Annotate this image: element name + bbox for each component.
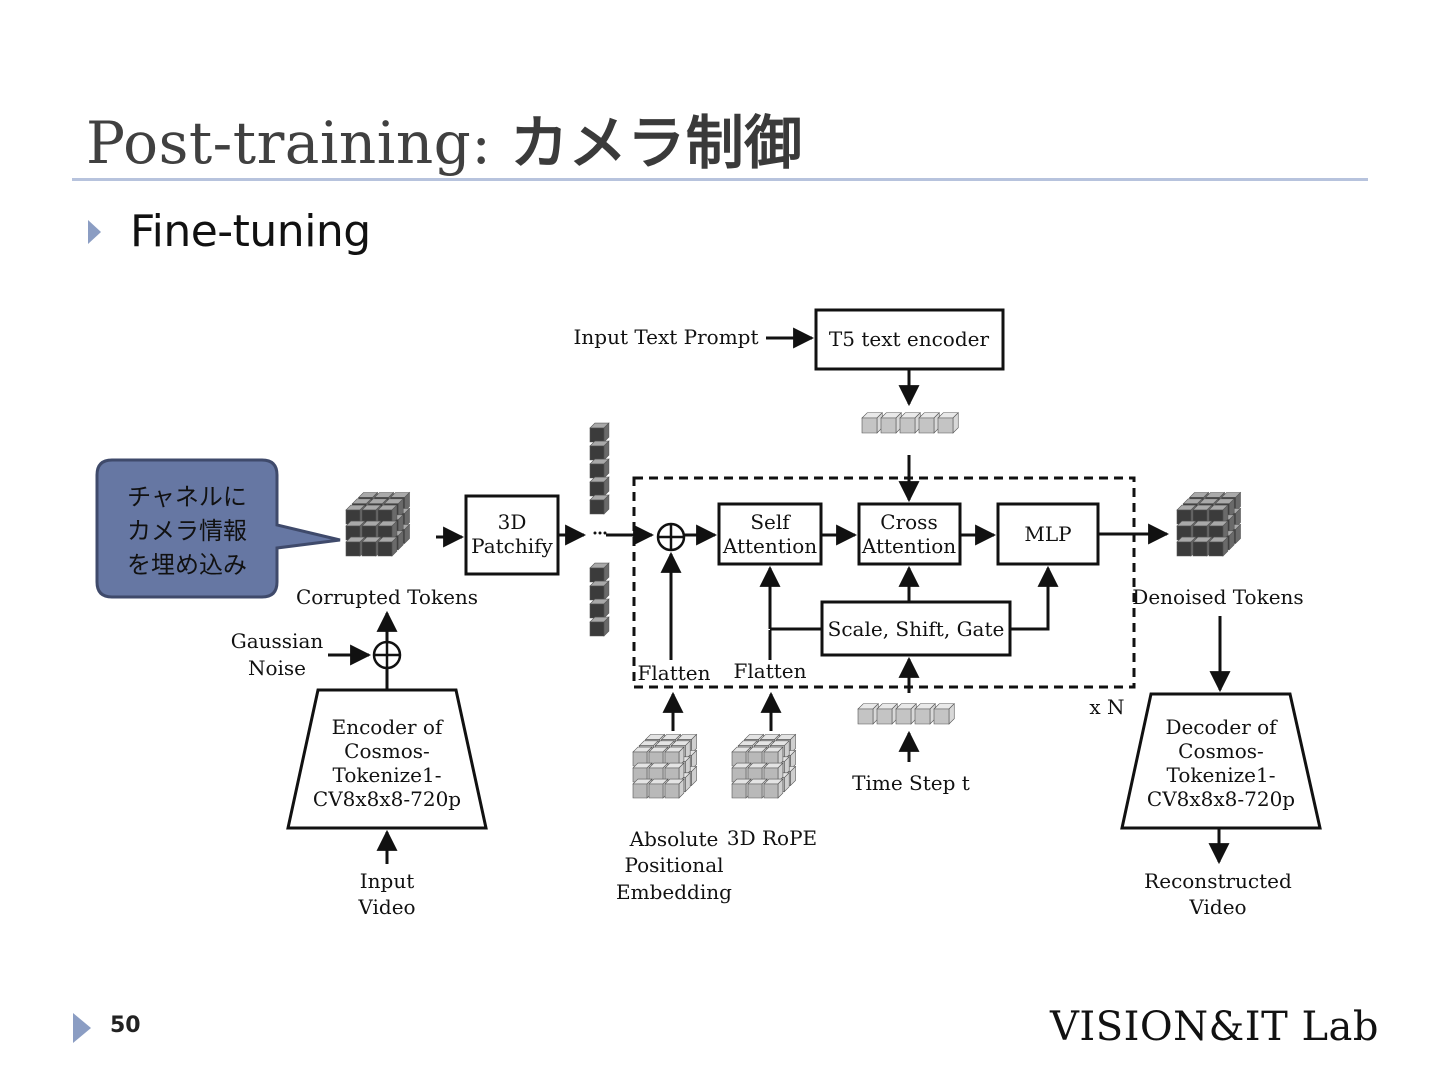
- self-attention-line-1: Self: [750, 510, 791, 534]
- encoder-line-4: CV8x8x8-720p: [313, 787, 461, 811]
- encoder-trapezoid: [286, 688, 488, 830]
- lab-logo: VISION&IT Lab: [1050, 1004, 1379, 1050]
- flatten-rope-label: Flatten: [734, 659, 807, 683]
- corrupted-tokens-label: Corrupted Tokens: [296, 585, 478, 609]
- callout-line-1: チャネルに: [127, 483, 247, 511]
- decoder-line-3: Tokenize1-: [1167, 763, 1276, 787]
- patchify-box: [464, 494, 560, 576]
- reconstructed-video-line-2: Video: [1188, 895, 1246, 919]
- slide-title-en: Post-training:: [86, 109, 511, 177]
- corrupted-tokens-cube-icon: [345, 491, 411, 557]
- mlp-box: [996, 502, 1100, 566]
- callout-line-2: カメラ情報: [127, 517, 247, 545]
- add-circle-icon: [656, 522, 686, 552]
- patchify-line-2: Patchify: [471, 534, 553, 558]
- absolute-positional-embedding-cube-icon: [632, 733, 698, 799]
- bullet-triangle-icon: [88, 220, 101, 244]
- decoder-line-4: CV8x8x8-720p: [1147, 787, 1295, 811]
- input-text-prompt-label: Input Text Prompt: [573, 325, 758, 349]
- cross-attention-line-1: Cross: [880, 510, 937, 534]
- encoder-line-3: Tokenize1-: [333, 763, 442, 787]
- scale-shift-gate-label: Scale, Shift, Gate: [828, 617, 1005, 641]
- title-divider: [72, 178, 1368, 181]
- t5-encoder-label: T5 text encoder: [829, 327, 990, 351]
- patch-sequence-icon: [589, 422, 610, 637]
- gaussian-noise-line-2: Noise: [248, 656, 306, 680]
- reconstructed-video-line-1: Reconstructed: [1144, 869, 1292, 893]
- denoised-tokens-label: Denoised Tokens: [1132, 585, 1303, 609]
- decoder-trapezoid: [1120, 692, 1322, 830]
- decoder-line-1: Decoder of: [1165, 715, 1278, 739]
- patchify-line-1: 3D: [498, 510, 527, 534]
- cross-attention-line-2: Attention: [861, 534, 956, 558]
- arrow-ssg-up-mlp: [1010, 565, 1059, 631]
- encoder-line-1: Encoder of: [332, 715, 444, 739]
- flatten-abs-label: Flatten: [638, 661, 711, 685]
- text-embedding-tokens-icon: [861, 412, 959, 434]
- transformer-block-frame: [632, 476, 1136, 689]
- abs-pos-line-2: Positional: [624, 853, 723, 877]
- noise-add-circle-icon: [372, 640, 402, 670]
- gaussian-noise-line-1: Gaussian: [231, 629, 324, 653]
- input-video-line-2: Video: [357, 895, 415, 919]
- time-step-label: Time Step t: [852, 771, 970, 795]
- cross-attention-box: [857, 502, 962, 566]
- t5-encoder-box: [814, 308, 1005, 371]
- callout-bubble: チャネルに カメラ情報 を埋め込み: [95, 458, 341, 599]
- decoder-line-2: Cosmos-: [1178, 739, 1264, 763]
- abs-pos-line-3: Embedding: [616, 880, 732, 904]
- self-attention-box: [717, 502, 823, 566]
- time-embedding-tokens-icon: [857, 703, 955, 725]
- encoder-line-2: Cosmos-: [344, 739, 430, 763]
- callout-shape: [95, 458, 341, 599]
- slide-title-jp: カメラ制御: [510, 109, 803, 177]
- repeat-label: x N: [1089, 695, 1124, 719]
- slide-title: Post-training: カメラ制御: [86, 96, 803, 180]
- denoised-tokens-cube-icon: [1176, 491, 1242, 557]
- input-video-line-1: Input: [360, 869, 415, 893]
- abs-pos-line-1: Absolute: [629, 827, 719, 851]
- page-number: 50: [110, 1013, 141, 1038]
- rope-label: 3D RoPE: [727, 826, 817, 850]
- rope-cube-icon: [731, 733, 797, 799]
- mlp-label: MLP: [1024, 522, 1071, 546]
- self-attention-line-2: Attention: [722, 534, 817, 558]
- page-number-triangle-icon: [73, 1013, 91, 1043]
- callout-line-3: を埋め込み: [127, 551, 247, 579]
- bullet-text: Fine-tuning: [130, 206, 371, 257]
